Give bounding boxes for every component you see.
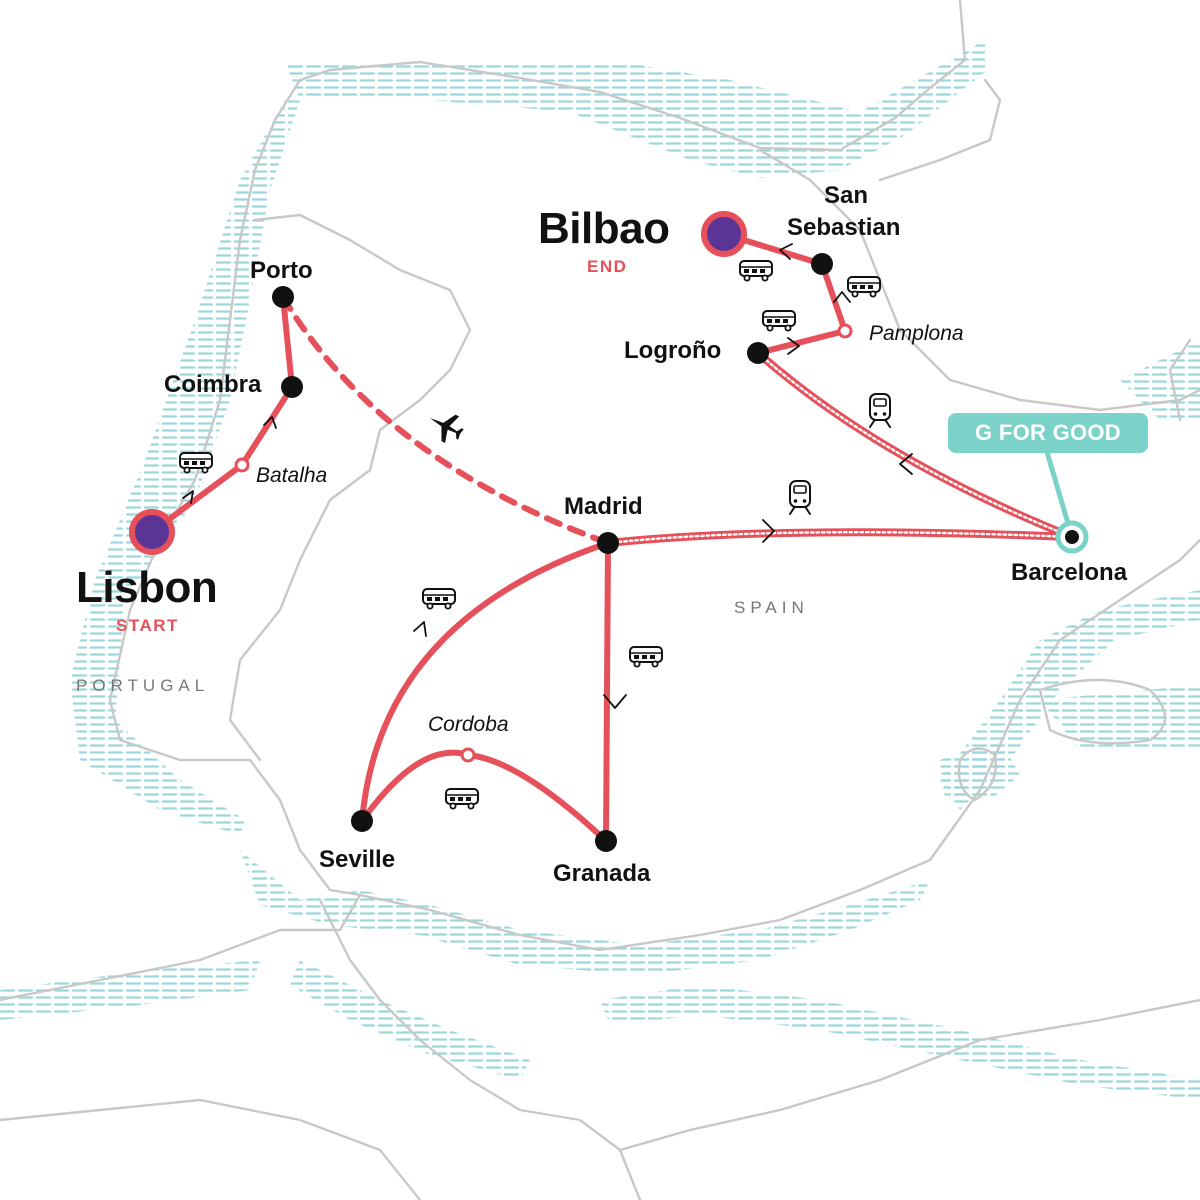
label-san-sebastian-line2: Sebastian [787,214,901,241]
label-porto: Porto [250,257,313,284]
dot-granada [595,830,617,852]
route-granada-cordoba [465,752,609,844]
g-for-good-badge: G FOR GOOD [948,413,1148,453]
train-icon [789,480,811,515]
dot-madrid [597,532,619,554]
stop-batalha [234,457,250,473]
chevron-icon [263,416,277,429]
route-madrid-granada [603,540,611,844]
route-pamplona-sansebastian [819,261,848,334]
chevron-icon [833,291,851,303]
route-cordoba-seville [359,749,471,824]
chevron-icon [787,337,800,355]
bus-icon [762,310,796,332]
label-barcelona: Barcelona [1011,559,1128,586]
label-granada: Granada [553,860,651,887]
route-barcelona-logrono-rail [754,349,1076,541]
train-icon [869,393,891,428]
tag-end: END [587,257,628,276]
chevron-icon [413,621,427,637]
chevron-icon [899,453,913,475]
direction-chevrons [182,243,913,709]
chevron-icon [779,243,793,260]
route-lines [149,231,1076,844]
label-cordoba: Cordoba [428,713,509,736]
label-batalha: Batalha [256,464,328,487]
label-madrid: Madrid [564,493,643,520]
marker-bilbao [701,211,747,257]
bus-icon [847,276,881,298]
label-pamplona: Pamplona [869,322,964,345]
tag-start: START [116,616,179,635]
label-country-portugal: PORTUGAL [76,676,210,695]
route-seville-madrid [359,540,611,824]
route-logrono-pamplona [755,328,848,356]
dot-coimbra [281,376,303,398]
route-porto-madrid-flight [280,294,611,546]
label-coimbra: Coimbra [164,371,262,398]
stop-pamplona [837,323,853,339]
chevron-icon [762,519,775,543]
bus-icon [629,646,663,668]
label-logrono: Logroño [624,337,722,364]
route-coimbra-porto [280,294,295,390]
dot-logrono [747,342,769,364]
city-markers [129,211,1089,852]
chevron-icon [603,694,627,709]
dot-seville [351,810,373,832]
stop-cordoba [460,747,476,763]
bus-icon [422,588,456,610]
label-lisbon: Lisbon [76,563,218,612]
label-country-spain: SPAIN [734,598,809,617]
dot-sansebastian [811,253,833,275]
label-san-sebastian-line1: San [824,182,869,209]
route-batalha-coimbra [239,384,295,468]
dot-porto [272,286,294,308]
label-seville: Seville [319,846,396,873]
transport-icons [179,260,891,810]
marker-lisbon [129,509,175,555]
bus-icon [739,260,773,282]
chevron-icon [182,490,194,504]
route-madrid-barcelona-rail [604,528,1076,547]
bus-icon [445,788,479,810]
dot-barcelona [1065,530,1079,544]
label-bilbao: Bilbao [538,204,670,253]
plane-icon [429,414,464,443]
